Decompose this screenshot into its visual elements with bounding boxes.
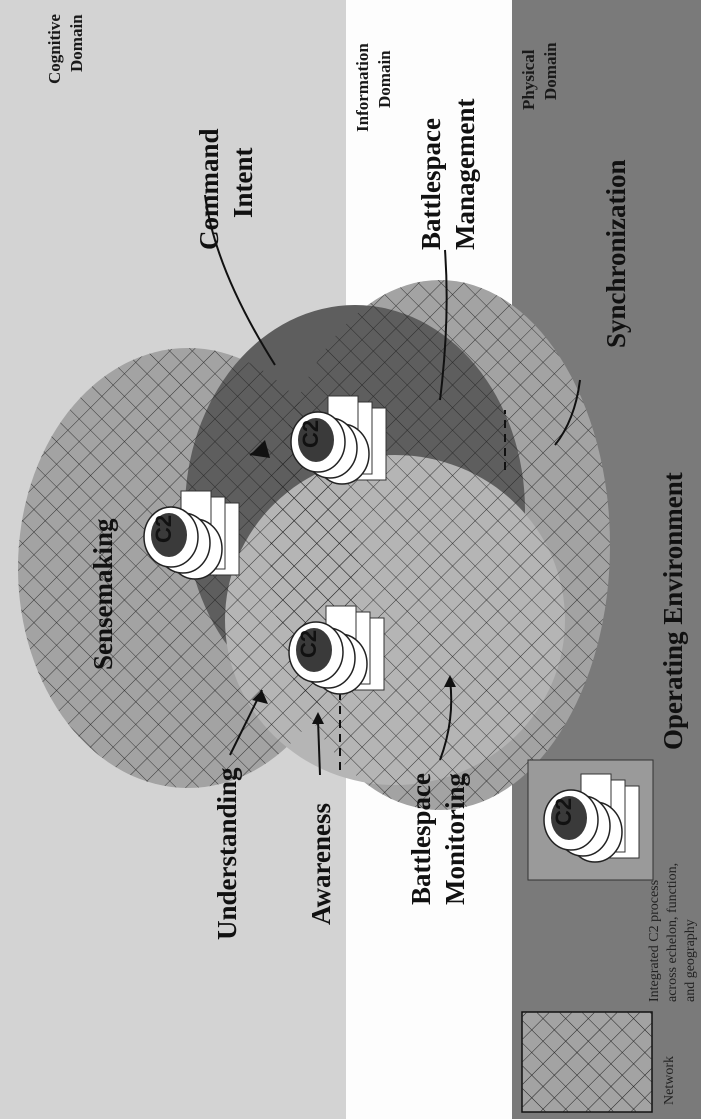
legend: Network C2 Integrated C2 process across … <box>521 759 698 1113</box>
svg-text:C2: C2 <box>296 630 321 658</box>
legend-network-label: Network <box>662 1056 677 1105</box>
svg-text:and geography: and geography <box>683 919 698 1002</box>
sensemaking-label: Sensemaking <box>88 518 118 670</box>
c2-process-symbol-left: C2 <box>143 490 240 580</box>
svg-text:across echelon, function,: across echelon, function, <box>665 863 680 1002</box>
svg-text:C2: C2 <box>151 515 176 543</box>
svg-text:C2: C2 <box>298 420 323 448</box>
legend-c2-symbol: C2 <box>543 773 640 863</box>
operating-environment-label: Operating Environment <box>658 472 688 750</box>
monitoring-arrow <box>439 679 453 761</box>
awareness-arrow <box>317 719 321 776</box>
svg-text:Cognitive: Cognitive <box>45 14 64 84</box>
svg-text:Domain: Domain <box>541 42 560 100</box>
synchronization-label: Synchronization <box>601 159 631 348</box>
svg-text:C2: C2 <box>551 798 576 826</box>
legend-process-label: Integrated C2 process across echelon, fu… <box>647 863 698 1002</box>
battlespace-monitoring-label: Battlespace Monitoring <box>406 773 470 905</box>
svg-text:Monitoring: Monitoring <box>440 773 470 905</box>
svg-text:Battlespace: Battlespace <box>416 118 446 250</box>
c2-process-symbol-bottom: C2 <box>288 605 385 695</box>
svg-text:Integrated C2 process: Integrated C2 process <box>647 880 662 1002</box>
synchronization-arrow <box>554 379 581 446</box>
understanding-label: Understanding <box>212 767 242 940</box>
svg-text:Domain: Domain <box>375 50 394 108</box>
information-domain-label: Information Domain <box>353 43 394 132</box>
svg-text:Management: Management <box>450 99 480 250</box>
svg-text:Command: Command <box>194 128 224 250</box>
physical-domain-label: Physical Domain <box>519 42 560 110</box>
battlespace-management-label: Battlespace Management <box>416 99 480 250</box>
awareness-label: Awareness <box>306 803 336 925</box>
svg-text:Physical: Physical <box>519 49 538 110</box>
c2-process-symbol-top: C2 <box>290 395 387 485</box>
command-intent-label: Command Intent <box>194 128 258 250</box>
svg-text:Information: Information <box>353 43 372 132</box>
leader-lines <box>204 194 581 776</box>
cognitive-domain-label: Cognitive Domain <box>45 14 86 84</box>
command-intent-arrow <box>204 194 276 366</box>
svg-text:Battlespace: Battlespace <box>406 773 436 905</box>
battlespace-management-arrow <box>439 249 448 401</box>
svg-text:Intent: Intent <box>228 147 258 218</box>
svg-text:Domain: Domain <box>67 14 86 72</box>
